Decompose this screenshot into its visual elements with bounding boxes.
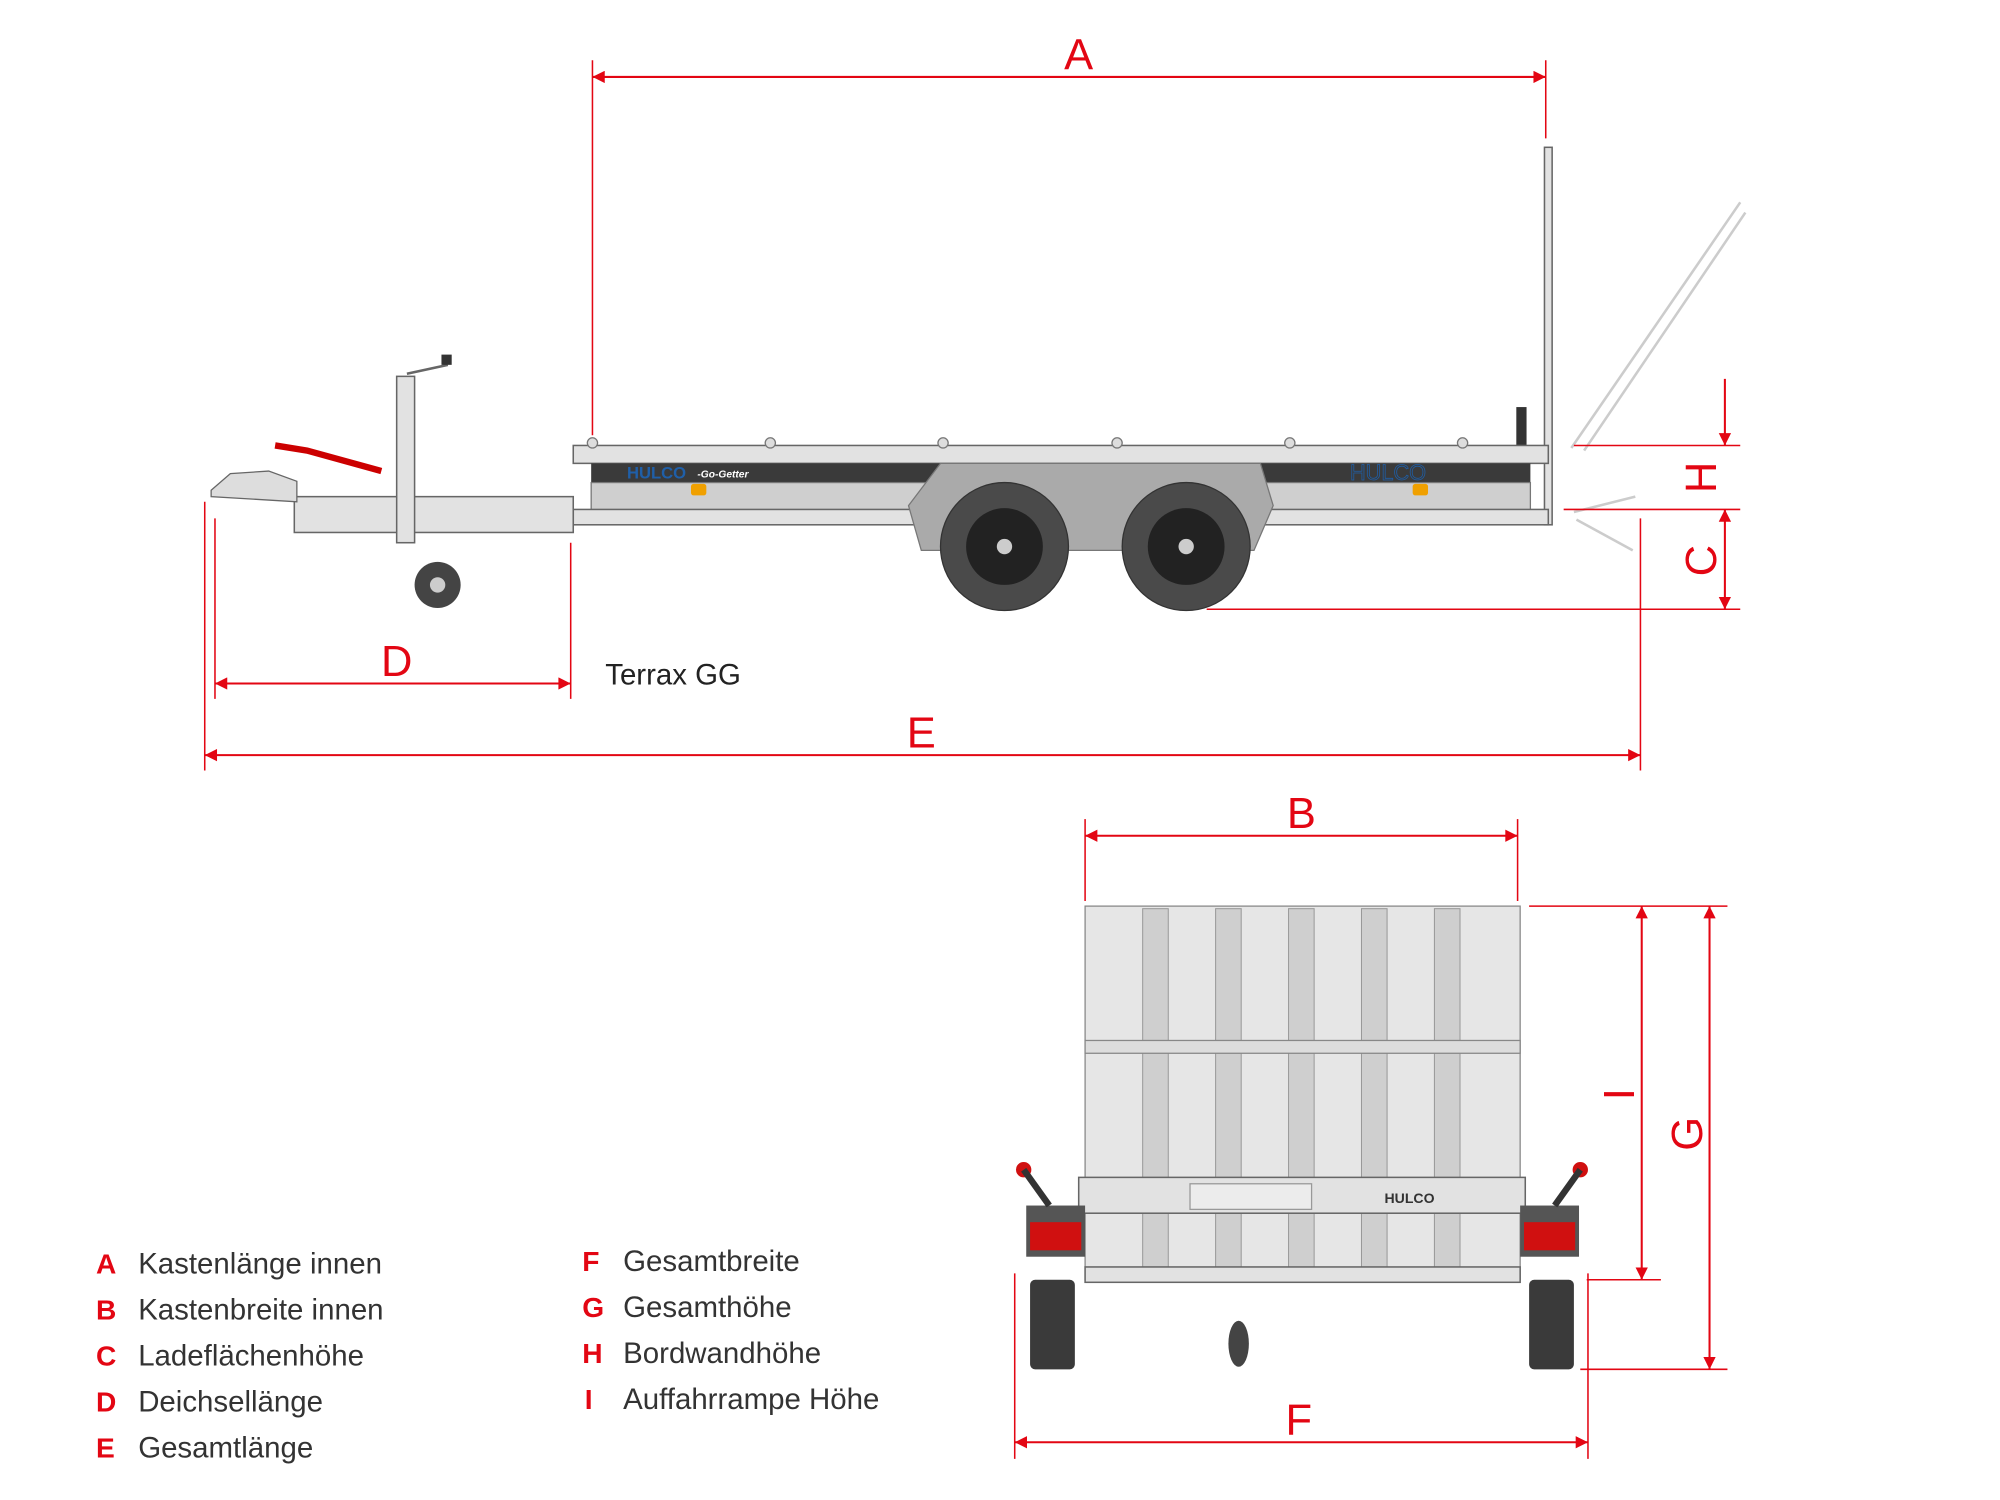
svg-text:Deichsellänge: Deichsellänge xyxy=(138,1386,323,1419)
dimension-i: I xyxy=(1529,905,1728,1281)
svg-text:E: E xyxy=(907,709,936,757)
legend-item-h: H Bordwandhöhe xyxy=(582,1337,821,1370)
model-name: Terrax GG xyxy=(605,659,741,692)
side-view: HULCO -Go-Getter HULCO xyxy=(210,146,1747,612)
svg-text:D: D xyxy=(96,1387,116,1418)
coupling-head xyxy=(210,470,298,503)
svg-text:D: D xyxy=(381,638,412,686)
legend-item-e: E Gesamtlänge xyxy=(96,1432,313,1465)
svg-text:G: G xyxy=(582,1292,604,1323)
svg-text:C: C xyxy=(1678,545,1726,576)
dimension-c: C xyxy=(1206,509,1741,611)
svg-text:B: B xyxy=(1287,790,1316,838)
brand-logo-rear: HULCO xyxy=(1350,460,1426,485)
dimension-f: F xyxy=(1013,1273,1589,1459)
svg-text:A: A xyxy=(96,1248,116,1279)
legend-item-f: F Gesamtbreite xyxy=(582,1245,800,1278)
svg-text:H: H xyxy=(1678,462,1726,493)
svg-text:Bordwandhöhe: Bordwandhöhe xyxy=(623,1337,821,1370)
brand-subline: -Go-Getter xyxy=(697,469,749,480)
legend-item-i: I Auffahrrampe Höhe xyxy=(585,1383,880,1416)
svg-text:C: C xyxy=(96,1340,116,1371)
svg-text:E: E xyxy=(96,1433,115,1464)
legend-item-c: C Ladeflächenhöhe xyxy=(96,1339,364,1372)
svg-text:B: B xyxy=(96,1294,116,1325)
svg-text:G: G xyxy=(1664,1117,1712,1151)
wheel-rear xyxy=(1121,481,1251,612)
svg-text:F: F xyxy=(582,1246,599,1277)
svg-text:Kastenlänge innen: Kastenlänge innen xyxy=(138,1247,382,1280)
rear-brand-logo: HULCO xyxy=(1385,1190,1435,1206)
dimension-a: A xyxy=(591,31,1547,436)
dimension-g: G xyxy=(1580,906,1728,1371)
dimension-h: H xyxy=(1563,378,1741,511)
svg-text:I: I xyxy=(585,1384,593,1415)
rear-jockey-wheel xyxy=(1228,1320,1249,1367)
svg-text:Kastenbreite innen: Kastenbreite innen xyxy=(138,1293,383,1326)
tailgate-post xyxy=(1543,146,1553,526)
dimension-e: E xyxy=(203,501,1642,771)
svg-text:H: H xyxy=(582,1338,602,1369)
legend-item-g: G Gesamthöhe xyxy=(582,1291,791,1324)
dimension-b: B xyxy=(1084,790,1519,901)
loading-ramp-raised xyxy=(1570,201,1747,552)
jockey-wheel xyxy=(395,354,461,608)
svg-text:Gesamthöhe: Gesamthöhe xyxy=(623,1291,791,1324)
svg-text:A: A xyxy=(1064,31,1093,79)
drawbar xyxy=(293,495,575,534)
mudflap-left xyxy=(1030,1279,1075,1370)
brand-logo-front: HULCO xyxy=(627,464,686,483)
mudflap-right xyxy=(1529,1279,1574,1370)
legend-item-b: B Kastenbreite innen xyxy=(96,1293,384,1326)
svg-text:F: F xyxy=(1285,1397,1312,1445)
legend-item-a: A Kastenlänge innen xyxy=(96,1247,382,1280)
rear-view: HULCO xyxy=(1015,905,1588,1370)
svg-text:I: I xyxy=(1596,1088,1644,1100)
handbrake-lever xyxy=(274,442,383,475)
legend-item-d: D Deichsellänge xyxy=(96,1386,323,1419)
dimension-d: D xyxy=(214,518,572,699)
svg-text:Gesamtbreite: Gesamtbreite xyxy=(623,1245,800,1278)
legend: A Kastenlänge innen B Kastenbreite innen C… xyxy=(96,1245,879,1465)
svg-text:Ladeflächenhöhe: Ladeflächenhöhe xyxy=(138,1339,364,1372)
wheel-front xyxy=(939,481,1070,612)
svg-text:Auffahrrampe Höhe: Auffahrrampe Höhe xyxy=(623,1383,879,1416)
svg-text:Gesamtlänge: Gesamtlänge xyxy=(138,1432,313,1465)
